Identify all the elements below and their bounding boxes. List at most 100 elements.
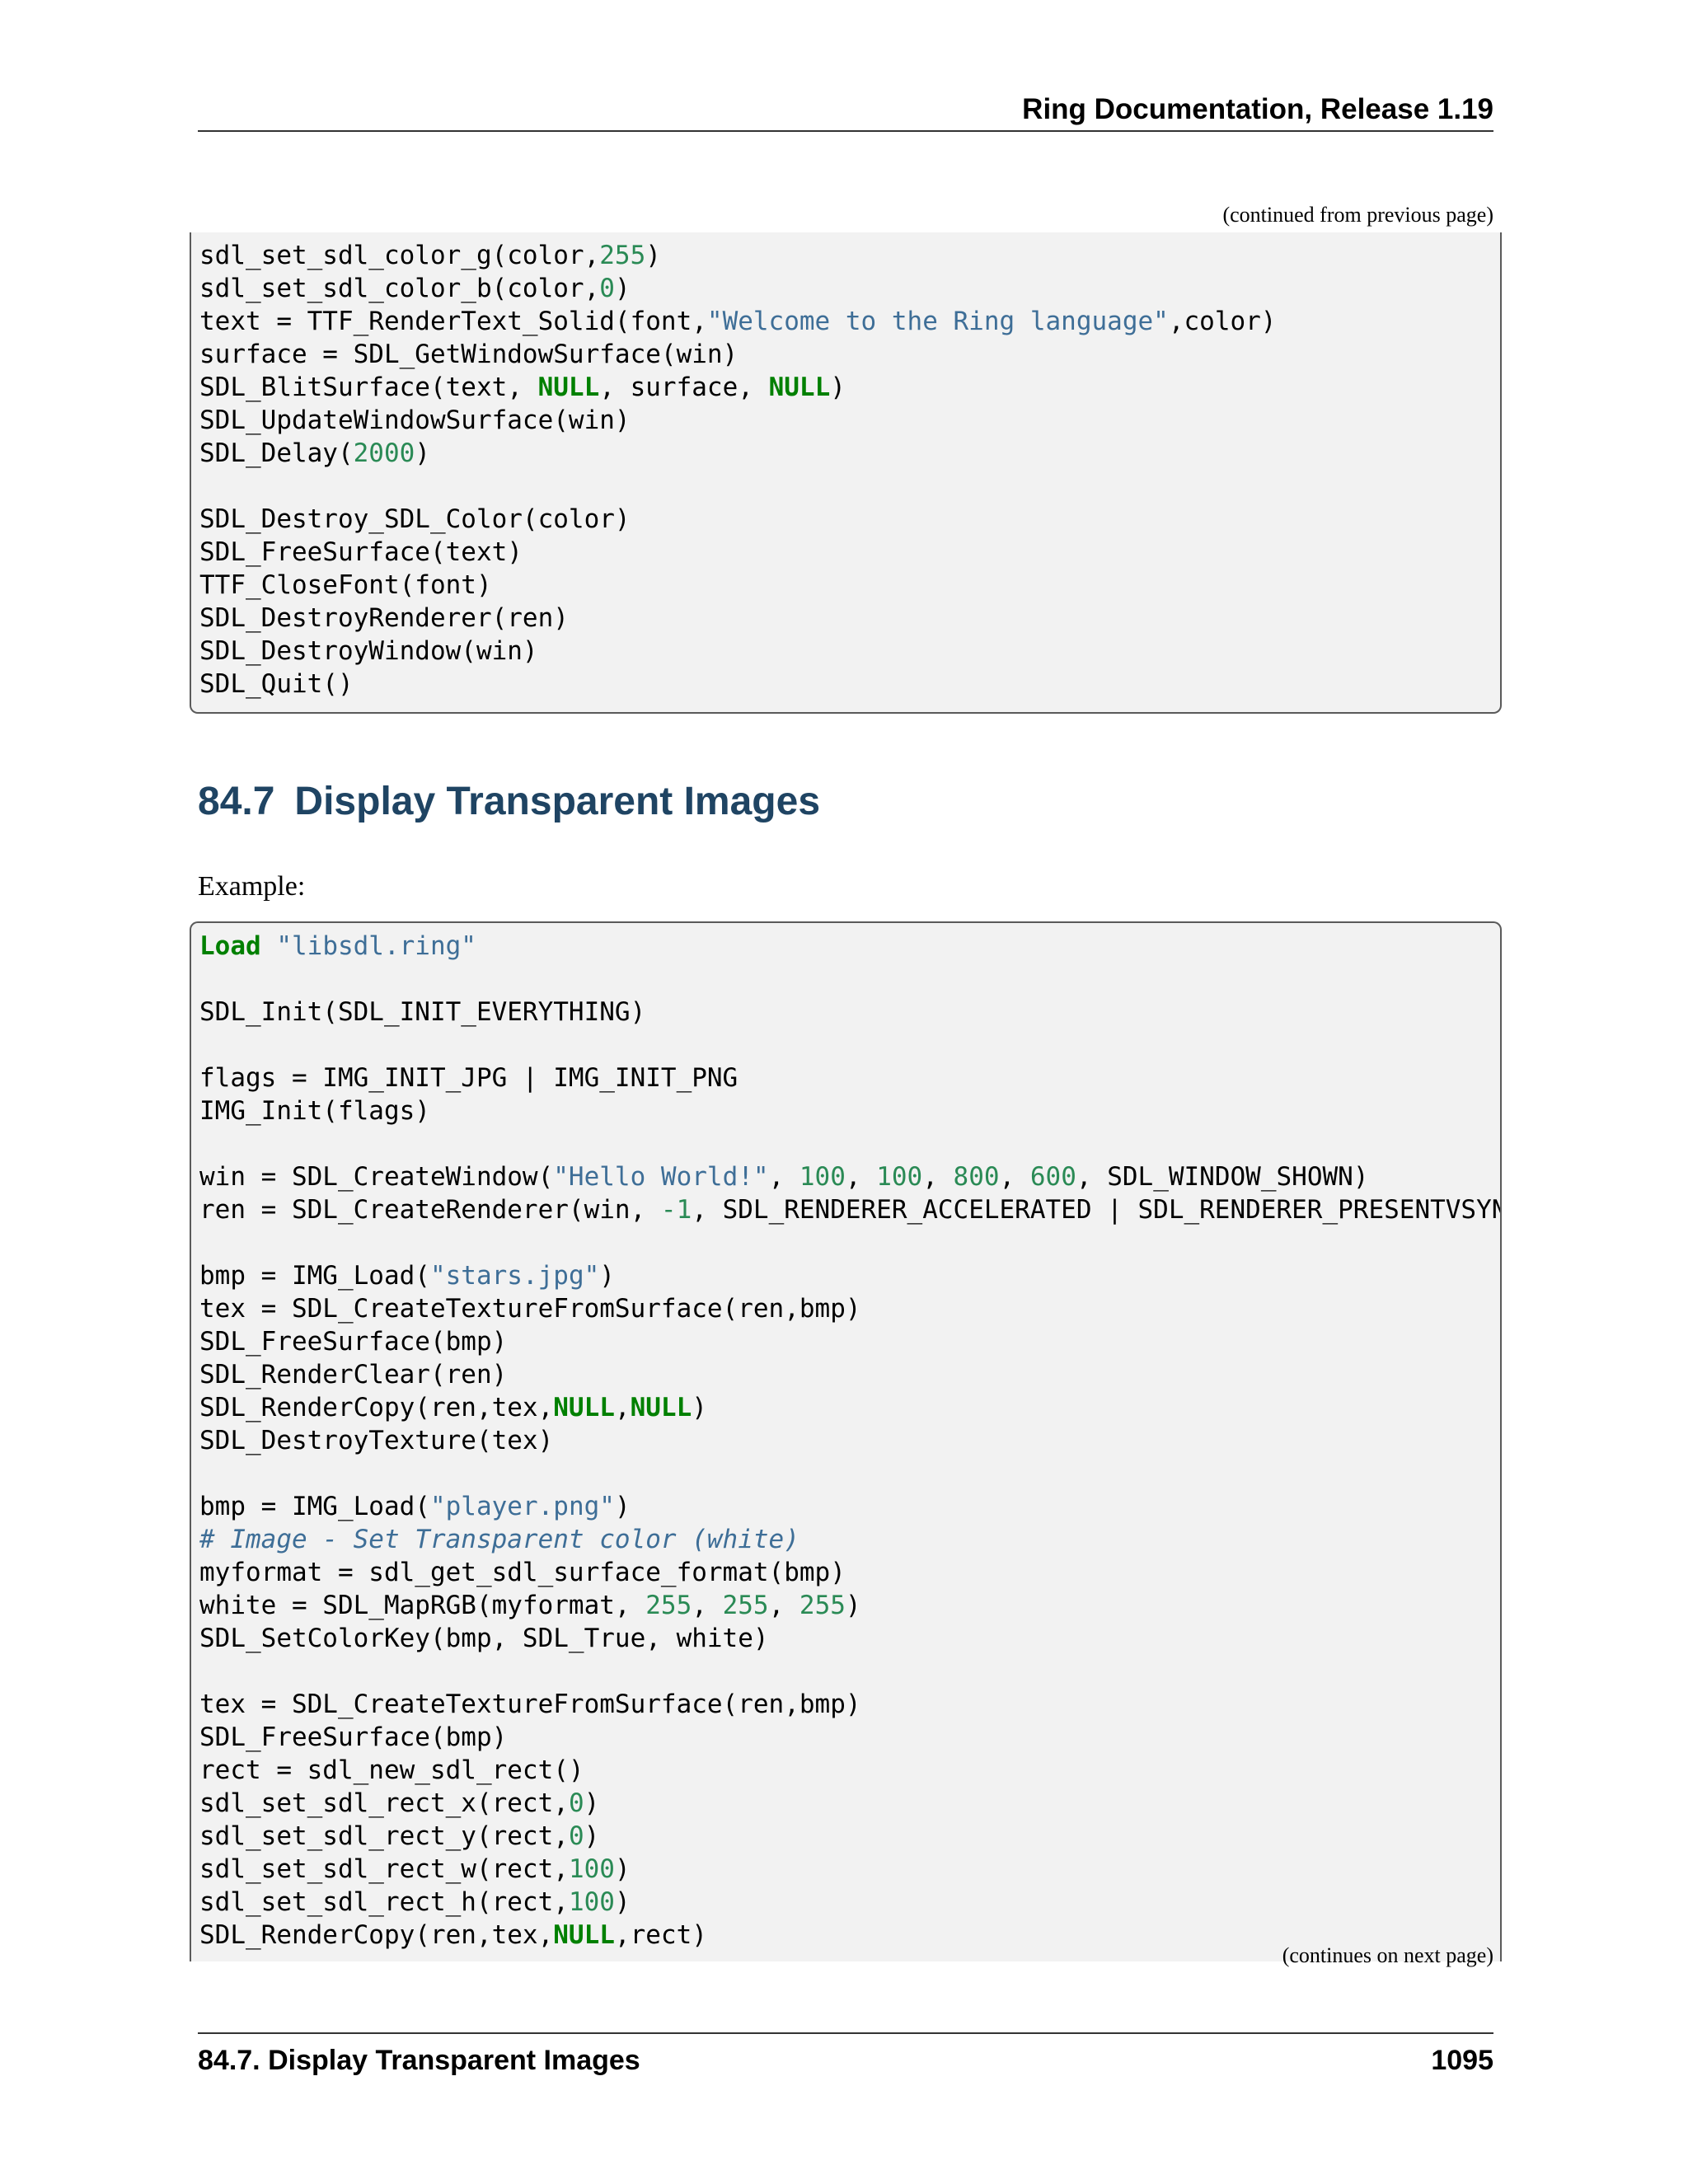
code-text: , bbox=[692, 1591, 723, 1620]
code-number: 0 bbox=[568, 1788, 584, 1818]
code-number: 255 bbox=[599, 241, 646, 270]
code-text: ) bbox=[614, 1854, 631, 1884]
code-text: SDL_FreeSurface(bmp) bbox=[199, 1722, 508, 1752]
code-text: , SDL_RENDERER_ACCELERATED | SDL_RENDERE… bbox=[692, 1195, 1502, 1225]
code-keyword: Load bbox=[199, 931, 261, 961]
code-text: SDL_Init(SDL_INIT_EVERYTHING) bbox=[199, 997, 646, 1027]
code-number: 0 bbox=[599, 274, 615, 303]
code-text: surface = SDL_GetWindowSurface(win) bbox=[199, 340, 738, 369]
code-keyword: NULL bbox=[537, 373, 600, 402]
code-text: ,rect) bbox=[614, 1920, 707, 1950]
code-text: SDL_Delay( bbox=[199, 438, 354, 468]
code-line: SDL_RenderClear(ren) bbox=[199, 1358, 1500, 1391]
code-line: TTF_CloseFont(font) bbox=[199, 569, 1500, 602]
page-header: Ring Documentation, Release 1.19 bbox=[198, 92, 1493, 132]
code-text: ) bbox=[584, 1788, 600, 1818]
code-block-example: Load "libsdl.ring" SDL_Init(SDL_INIT_EVER… bbox=[190, 921, 1502, 1961]
code-text: sdl_set_sdl_color_g(color, bbox=[199, 241, 600, 270]
code-text: SDL_FreeSurface(bmp) bbox=[199, 1327, 508, 1357]
code-line: SDL_Init(SDL_INIT_EVERYTHING) bbox=[199, 996, 1500, 1029]
code-line bbox=[199, 963, 1500, 996]
code-line: SDL_FreeSurface(text) bbox=[199, 536, 1500, 569]
code-text: , SDL_WINDOW_SHOWN) bbox=[1076, 1162, 1369, 1192]
section-number: 84.7 bbox=[198, 780, 275, 823]
code-line: SDL_FreeSurface(bmp) bbox=[199, 1325, 1500, 1358]
code-line: myformat = sdl_get_sdl_surface_format(bm… bbox=[199, 1556, 1500, 1589]
code-text: SDL_BlitSurface(text, bbox=[199, 373, 538, 402]
code-number: 255 bbox=[799, 1591, 846, 1620]
code-number: 2000 bbox=[353, 438, 415, 468]
code-text: text = TTF_RenderText_Solid(font, bbox=[199, 307, 707, 336]
code-line: win = SDL_CreateWindow("Hello World!", 1… bbox=[199, 1160, 1500, 1193]
code-number: 100 bbox=[568, 1887, 615, 1917]
code-text: flags = IMG_INIT_JPG | IMG_INIT_PNG bbox=[199, 1063, 738, 1093]
code-keyword: NULL bbox=[630, 1393, 692, 1422]
code-line: bmp = IMG_Load("stars.jpg") bbox=[199, 1259, 1500, 1292]
code-number: 255 bbox=[645, 1591, 692, 1620]
code-line: SDL_DestroyTexture(tex) bbox=[199, 1424, 1500, 1457]
code-number: 100 bbox=[876, 1162, 923, 1192]
code-line: tex = SDL_CreateTextureFromSurface(ren,b… bbox=[199, 1688, 1500, 1721]
code-line: flags = IMG_INIT_JPG | IMG_INIT_PNG bbox=[199, 1062, 1500, 1094]
code-text: sdl_set_sdl_rect_y(rect, bbox=[199, 1821, 569, 1851]
code-text: myformat = sdl_get_sdl_surface_format(bm… bbox=[199, 1558, 846, 1587]
code-line: tex = SDL_CreateTextureFromSurface(ren,b… bbox=[199, 1292, 1500, 1325]
code-text: SDL_RenderCopy(ren,tex, bbox=[199, 1920, 554, 1950]
code-line bbox=[199, 1029, 1500, 1062]
code-string: "stars.jpg" bbox=[429, 1261, 600, 1291]
code-text: SDL_Quit() bbox=[199, 669, 354, 699]
code-line: SDL_DestroyRenderer(ren) bbox=[199, 602, 1500, 635]
code-line bbox=[199, 1127, 1500, 1160]
code-string: "Welcome to the Ring language" bbox=[706, 307, 1169, 336]
code-line: sdl_set_sdl_rect_y(rect,0) bbox=[199, 1820, 1500, 1853]
code-text: SDL_DestroyRenderer(ren) bbox=[199, 603, 569, 633]
code-string: "Hello World!" bbox=[553, 1162, 769, 1192]
code-line: sdl_set_sdl_rect_h(rect,100) bbox=[199, 1886, 1500, 1919]
code-text: rect = sdl_new_sdl_rect() bbox=[199, 1755, 584, 1785]
example-label: Example: bbox=[198, 871, 306, 902]
code-string: "player.png" bbox=[429, 1492, 615, 1521]
code-string: "libsdl.ring" bbox=[276, 931, 476, 961]
code-text: ren = SDL_CreateRenderer(win, bbox=[199, 1195, 661, 1225]
code-line: sdl_set_sdl_color_b(color,0) bbox=[199, 272, 1500, 305]
code-line: SDL_BlitSurface(text, NULL, surface, NUL… bbox=[199, 371, 1500, 404]
code-line: IMG_Init(flags) bbox=[199, 1094, 1500, 1127]
code-text: , bbox=[768, 1591, 799, 1620]
code-text: SDL_SetColorKey(bmp, SDL_True, white) bbox=[199, 1624, 769, 1653]
code-text: SDL_FreeSurface(text) bbox=[199, 537, 523, 567]
code-line: SDL_DestroyWindow(win) bbox=[199, 635, 1500, 668]
section-title: Display Transparent Images bbox=[294, 780, 821, 823]
code-text: bmp = IMG_Load( bbox=[199, 1492, 430, 1521]
code-line: rect = sdl_new_sdl_rect() bbox=[199, 1754, 1500, 1787]
code-text: ,color) bbox=[1168, 307, 1277, 336]
code-text: SDL_UpdateWindowSurface(win) bbox=[199, 405, 631, 435]
code-text: SDL_RenderClear(ren) bbox=[199, 1360, 508, 1390]
page-footer: 84.7. Display Transparent Images 1095 bbox=[198, 2032, 1493, 2076]
code-keyword: NULL bbox=[768, 373, 831, 402]
code-line: sdl_set_sdl_rect_w(rect,100) bbox=[199, 1853, 1500, 1886]
code-text: ) bbox=[830, 373, 846, 402]
code-keyword: NULL bbox=[553, 1393, 615, 1422]
code-line: white = SDL_MapRGB(myformat, 255, 255, 2… bbox=[199, 1589, 1500, 1622]
header-title: Ring Documentation, Release 1.19 bbox=[1022, 93, 1493, 125]
code-line: Load "libsdl.ring" bbox=[199, 930, 1500, 963]
code-keyword: NULL bbox=[553, 1920, 615, 1950]
code-line: SDL_UpdateWindowSurface(win) bbox=[199, 404, 1500, 437]
code-text: sdl_set_sdl_rect_w(rect, bbox=[199, 1854, 569, 1884]
code-comment: # Image - Set Transparent color (white) bbox=[199, 1525, 799, 1554]
code-line: SDL_SetColorKey(bmp, SDL_True, white) bbox=[199, 1622, 1500, 1655]
code-text: SDL_DestroyTexture(tex) bbox=[199, 1426, 554, 1455]
code-text: IMG_Init(flags) bbox=[199, 1096, 430, 1126]
code-text: , bbox=[614, 1393, 631, 1422]
code-text: win = SDL_CreateWindow( bbox=[199, 1162, 554, 1192]
code-line bbox=[199, 1655, 1500, 1688]
code-text: ) bbox=[415, 438, 430, 468]
code-line: SDL_FreeSurface(bmp) bbox=[199, 1721, 1500, 1754]
code-text: tex = SDL_CreateTextureFromSurface(ren,b… bbox=[199, 1294, 861, 1324]
code-text: tex = SDL_CreateTextureFromSurface(ren,b… bbox=[199, 1690, 861, 1719]
code-line: bmp = IMG_Load("player.png") bbox=[199, 1490, 1500, 1523]
code-line: SDL_Delay(2000) bbox=[199, 437, 1500, 470]
code-text: ) bbox=[614, 1492, 631, 1521]
code-text: SDL_DestroyWindow(win) bbox=[199, 636, 538, 666]
page-number: 1095 bbox=[1431, 2045, 1493, 2076]
